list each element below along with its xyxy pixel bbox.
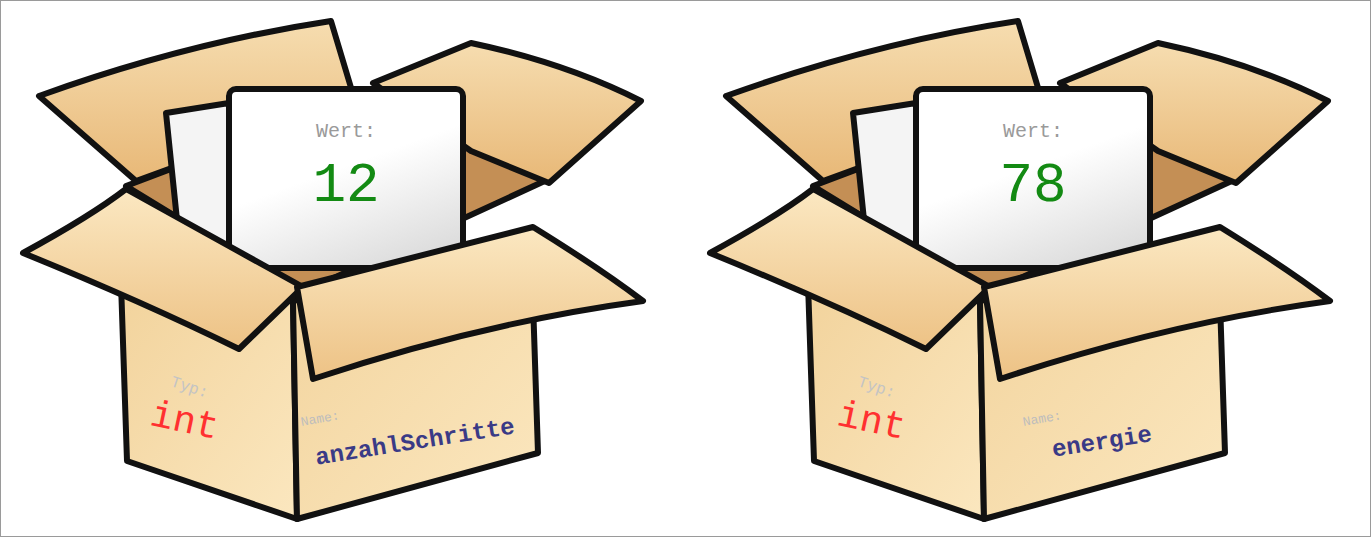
value-card: Wert: 78: [913, 86, 1153, 271]
box-front-drawing: [688, 1, 1348, 537]
variable-box: Typ:intName:anzahlSchritteWert:12: [1, 1, 661, 537]
value-label: Wert:: [232, 120, 460, 143]
variable-box: Typ:intName:energieWert:78: [688, 1, 1348, 537]
value-number: 78: [919, 154, 1147, 218]
value-card: Wert: 12: [226, 86, 466, 271]
value-label: Wert:: [919, 120, 1147, 143]
value-number: 12: [232, 154, 460, 218]
